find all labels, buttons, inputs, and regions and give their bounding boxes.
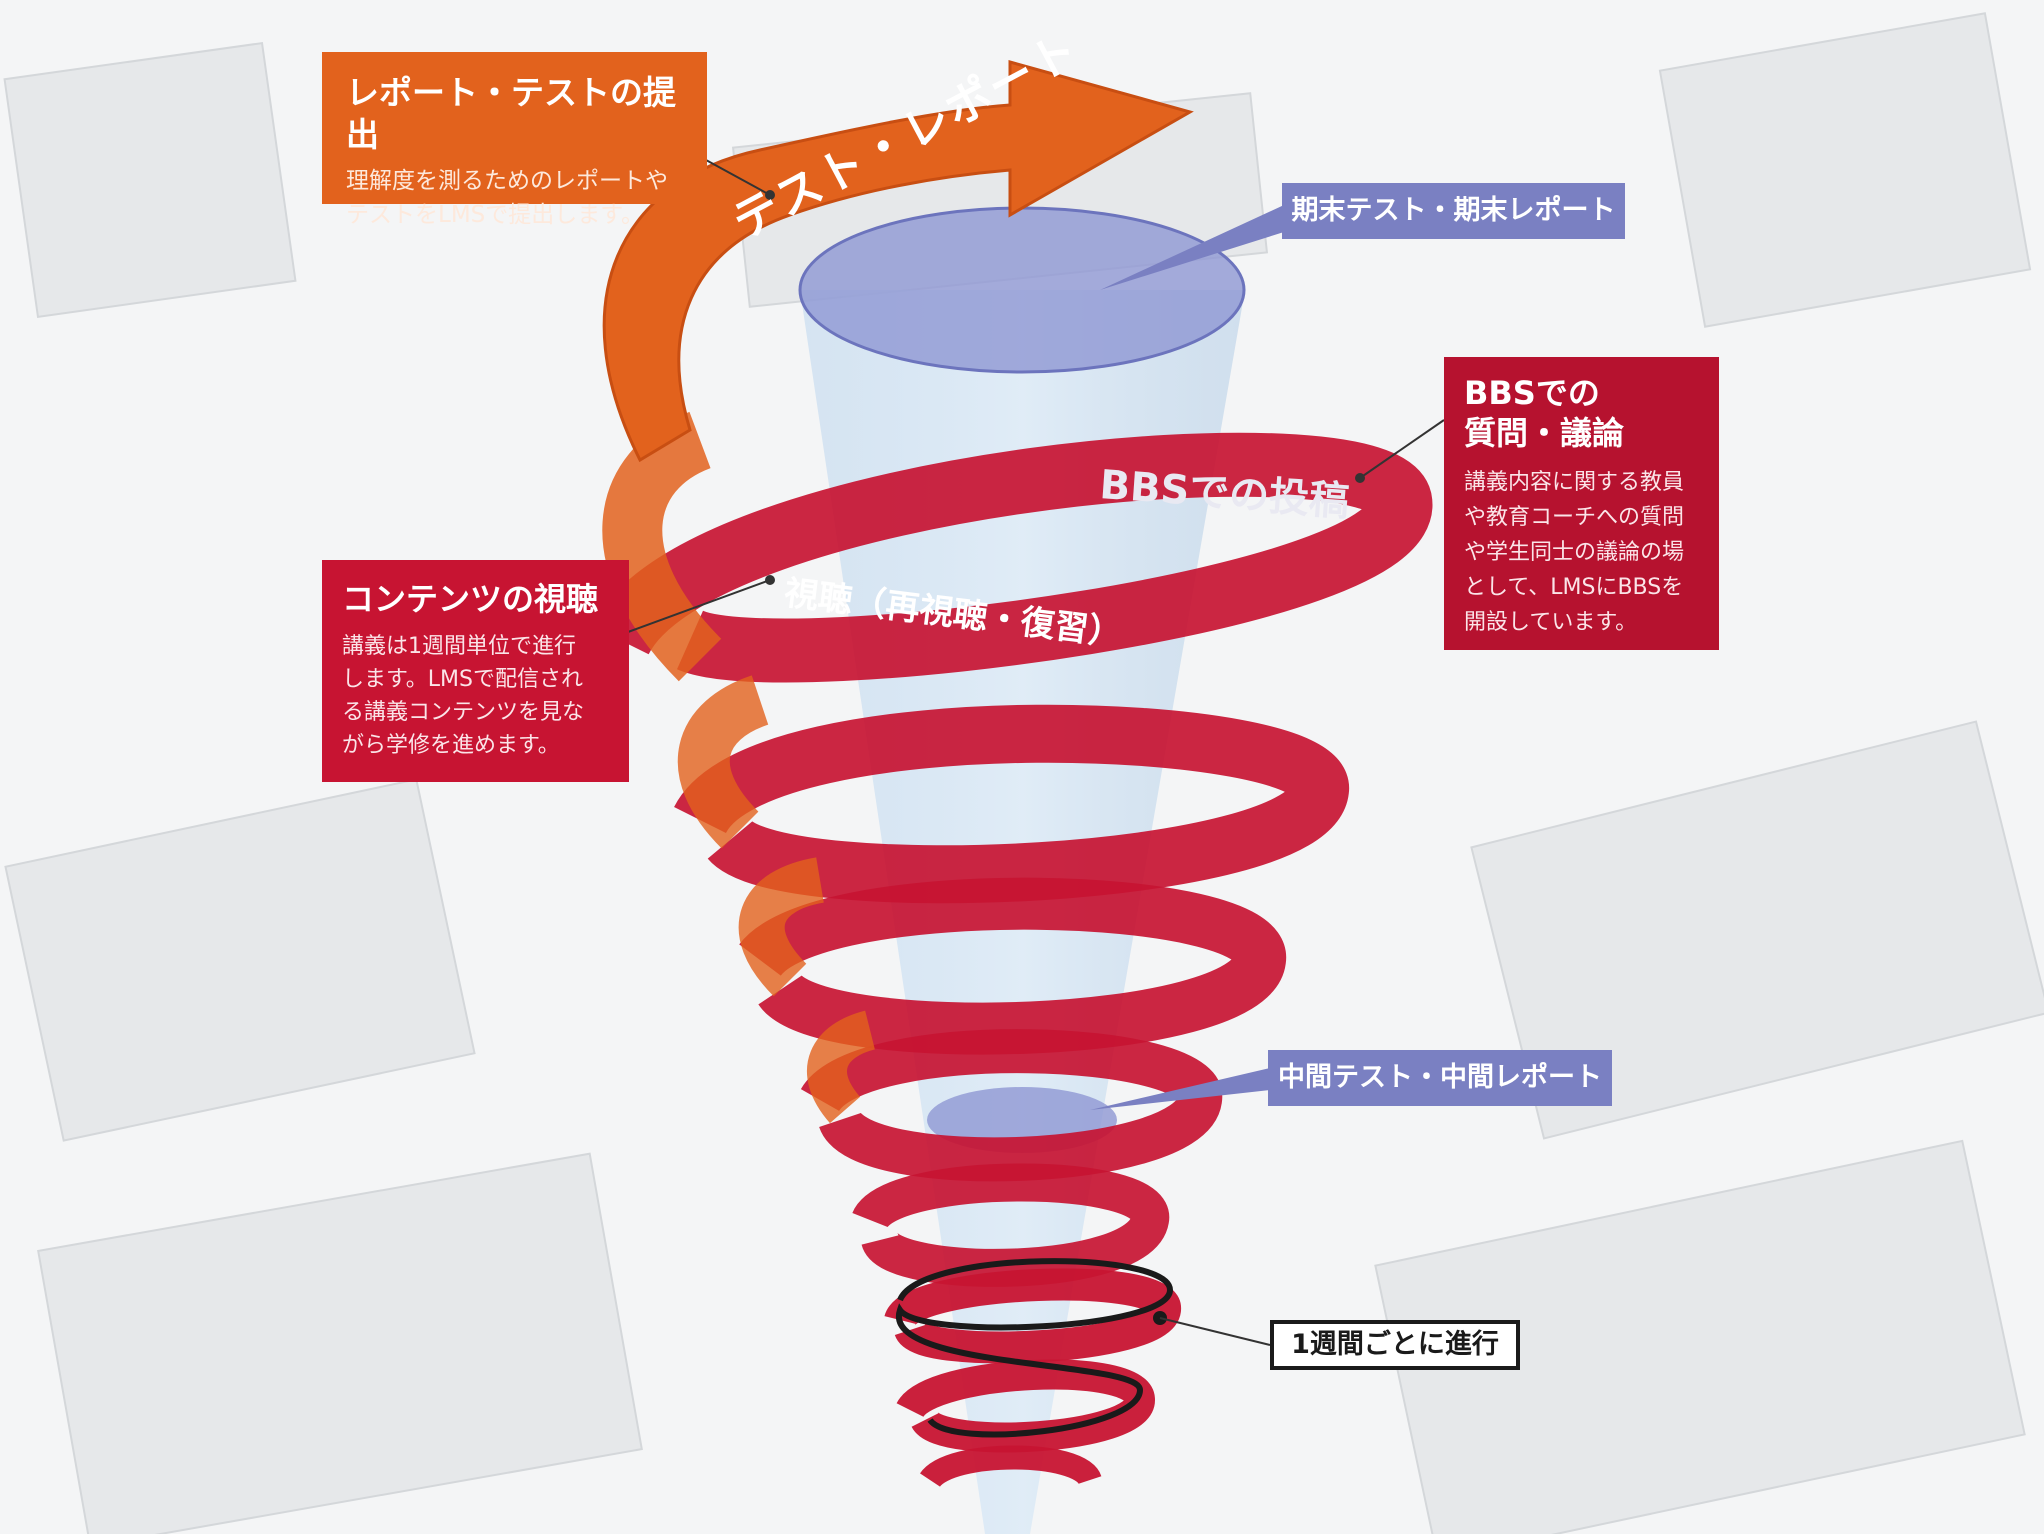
tag-weekly-progress: 1週間ごとに進行 <box>1270 1320 1520 1370</box>
callout-content-title: コンテンツの視聴 <box>342 580 599 618</box>
callout-report-test: レポート・テストの提出 理解度を測るためのレポートや テストをLMSで提出します… <box>322 52 707 228</box>
spiral-back-orange-4 <box>807 1010 876 1124</box>
tag-midterm-test: 中間テスト・中間レポート <box>1268 1050 1612 1106</box>
spiral-band-6 <box>884 1268 1181 1364</box>
tag-final-test: 期末テスト・期末レポート <box>1282 183 1625 239</box>
final-tag-pointer <box>1100 205 1284 290</box>
leader-report <box>705 159 771 196</box>
background-buildings <box>3 12 2044 1534</box>
final-test-disc <box>798 206 1246 374</box>
callout-report-title: レポート・テストの提出 <box>346 73 676 154</box>
callout-content-viewing: コンテンツの視聴 講義は1週間単位で進行 します。LMSで配信され る講義コンテ… <box>322 560 629 782</box>
leader-dot-report <box>765 190 775 200</box>
callout-bbs: BBSでの 質問・議論 講義内容に関する教員 や教育コーチへの質問 や学生同士の… <box>1444 357 1719 650</box>
spiral-band-8 <box>920 1445 1102 1489</box>
leader-lines <box>627 159 1445 1346</box>
spiral-back-orange <box>602 411 722 682</box>
callout-bbs-title: BBSでの 質問・議論 <box>1464 374 1625 452</box>
callout-bbs-body: 講義内容に関する教員 や教育コーチへの質問 や学生同士の議論の場 として、LMS… <box>1464 470 1685 635</box>
spiral-band-1 <box>591 432 1433 683</box>
top-arrow-band <box>602 60 1194 463</box>
spiral-back-orange-3 <box>738 857 825 997</box>
leader-content <box>627 579 771 633</box>
mid-tag-pointer <box>1090 1068 1270 1110</box>
leader-dot-bbs <box>1355 473 1365 483</box>
spiral-band-4 <box>800 1029 1222 1182</box>
callout-report-body: 理解度を測るためのレポートや テストをLMSで提出します。 <box>346 168 668 228</box>
leader-bbs <box>1359 419 1445 479</box>
spiral-back-orange-2 <box>677 675 770 849</box>
callout-content-body: 講義は1週間単位で進行 します。LMSで配信され る講義コンテンツを見な がら学… <box>342 634 585 758</box>
leader-dot-content <box>765 575 775 585</box>
spiral-band-3 <box>739 877 1286 1055</box>
leader-weekly <box>1159 1317 1271 1346</box>
spiral-band-2 <box>674 704 1349 904</box>
weekly-spiral-outline <box>896 1258 1174 1438</box>
spiral-band-5 <box>852 1163 1169 1287</box>
